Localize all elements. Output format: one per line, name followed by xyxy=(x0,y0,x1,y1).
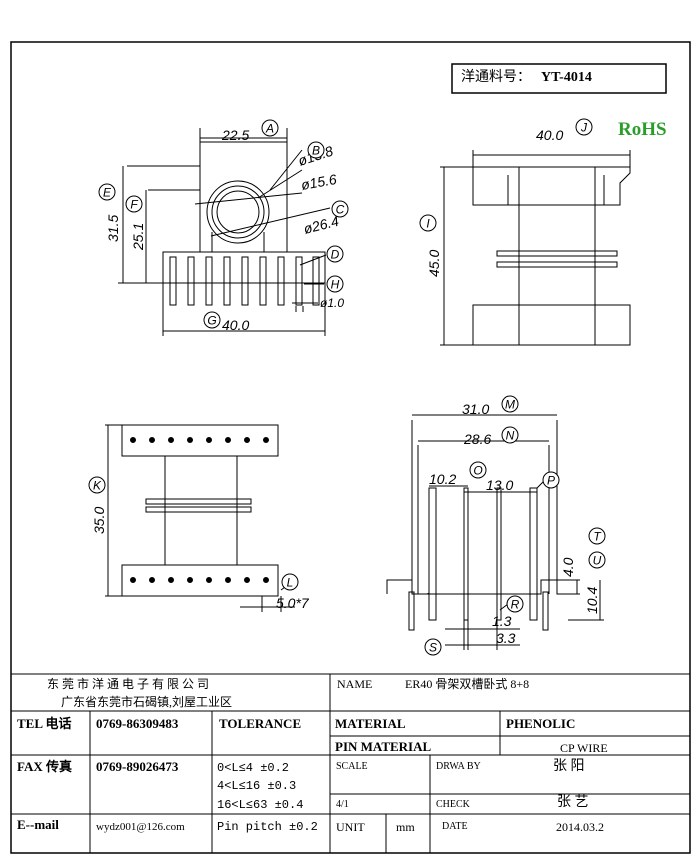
ref-circle-J xyxy=(575,118,593,136)
ref-letter-E: E xyxy=(103,186,112,200)
company-address: 广东省东莞市石碣镇,刘屋工业区 xyxy=(61,695,233,709)
section-view xyxy=(386,414,604,650)
ref-circle-B xyxy=(307,141,325,159)
part-number-box xyxy=(451,63,667,94)
ref-circle-F xyxy=(125,195,143,213)
ref-letter-F: F xyxy=(130,198,138,212)
ref-letter-N: N xyxy=(506,429,515,443)
ref-letter-D: D xyxy=(331,248,340,262)
material-value: PHENOLIC xyxy=(506,716,576,731)
ref-letter-S: S xyxy=(429,641,437,655)
tolerance-label: TOLERANCE xyxy=(219,716,302,731)
date-label: DATE xyxy=(442,821,468,832)
ref-letter-G: G xyxy=(207,314,216,328)
ref-letter-A: A xyxy=(265,122,274,136)
ref-letter-B: B xyxy=(312,144,320,158)
tolerance-row-2: 4<L≤16 ±0.3 xyxy=(217,779,297,793)
dim-I: 45.0 xyxy=(426,250,442,277)
ref-circle-L xyxy=(281,573,299,591)
reference-letters: A B C D E F G H I J K L M N O P R S TU xyxy=(88,118,606,656)
material-label: MATERIAL xyxy=(335,716,406,731)
ref-circle-N xyxy=(501,426,519,444)
tolerance-row-3: 16<L≤63 ±0.4 xyxy=(217,798,304,812)
ref-letter-T: T xyxy=(593,530,602,544)
dim-K: 35.0 xyxy=(91,507,107,534)
ref-circle-K xyxy=(88,476,106,494)
dim-H: ø1.0 xyxy=(320,296,344,310)
ref-circle-O xyxy=(469,461,487,479)
ref-letter-M: M xyxy=(505,398,515,412)
ref-circle-S xyxy=(424,638,442,656)
dim-F: 25.1 xyxy=(130,223,146,251)
rohs-mark: RoHS xyxy=(618,119,667,140)
check-value: 张 艺 xyxy=(557,795,589,810)
front-view xyxy=(118,128,331,336)
part-number-label: 洋通料号： xyxy=(461,70,531,85)
dim-P: 13.0 xyxy=(486,477,513,493)
tolerance-row-4: Pin pitch ±0.2 xyxy=(217,820,318,834)
check-label: CHECK xyxy=(436,799,470,810)
tel-label: TEL 电话 xyxy=(17,716,72,731)
ref-letter-L: L xyxy=(287,576,294,590)
ref-letter-I: I xyxy=(426,217,430,231)
dim-J: 40.0 xyxy=(536,127,563,143)
ref-letter-C: C xyxy=(336,203,345,217)
ref-letter-K: K xyxy=(93,479,102,493)
dim-T: 4.0 xyxy=(560,557,576,577)
email-value: wydz001@126.com xyxy=(96,821,185,833)
ref-letter-O: O xyxy=(473,464,482,478)
ref-circle-P xyxy=(542,471,560,489)
dim-G: 40.0 xyxy=(222,317,249,333)
ref-circle-M xyxy=(501,395,519,413)
company-name: 东 莞 市 洋 通 电 子 有 限 公 司 xyxy=(47,677,210,691)
ref-letter-P: P xyxy=(547,474,555,488)
ref-circle-E xyxy=(98,183,116,201)
dim-U: 10.4 xyxy=(584,587,600,614)
drawby-value: 张 阳 xyxy=(553,759,585,774)
dim-B2: ø15.6 xyxy=(300,171,338,193)
dim-R1: 1.3 xyxy=(492,613,512,629)
ref-letter-R: R xyxy=(511,598,520,612)
scale-label: SCALE xyxy=(336,761,368,772)
fax-label: FAX 传真 xyxy=(17,759,73,774)
bottom-view xyxy=(105,424,295,612)
ref-circle-R xyxy=(506,595,524,613)
ref-circle-A xyxy=(261,119,279,137)
ref-circle-G xyxy=(203,311,221,329)
scale-value: 4/1 xyxy=(336,799,349,810)
tolerance-row-1: 0<L≤4 ±0.2 xyxy=(217,761,290,775)
drawing-frame xyxy=(10,41,691,854)
date-value: 2014.03.2 xyxy=(556,820,604,834)
name-label: NAME xyxy=(337,677,373,691)
dim-N: 28.6 xyxy=(463,431,491,447)
title-block-grid xyxy=(11,673,690,853)
pin-material-value: CP WIRE xyxy=(560,741,608,755)
ref-letter-J: J xyxy=(580,121,588,135)
dim-E: 31.5 xyxy=(105,215,121,242)
ref-letter-H: H xyxy=(331,278,340,292)
ref-letter-U: U xyxy=(593,554,602,568)
dim-L: 5.0*7 xyxy=(276,595,310,611)
name-value: ER40 骨架双槽卧式 8+8 xyxy=(405,677,530,691)
ref-circle-D xyxy=(326,245,344,263)
dim-A: 22.5 xyxy=(221,127,249,143)
dim-M: 31.0 xyxy=(462,401,489,417)
side-view xyxy=(440,150,631,346)
dim-O: 10.2 xyxy=(429,471,456,487)
drawby-label: DRWA BY xyxy=(436,761,481,772)
ref-circle-U xyxy=(588,551,606,569)
ref-circle-H xyxy=(326,275,344,293)
pin-material-label: PIN MATERIAL xyxy=(335,739,432,754)
ref-circle-I xyxy=(419,214,437,232)
unit-label: UNIT xyxy=(336,820,365,834)
ref-circle-T xyxy=(588,527,606,545)
email-label: E--mail xyxy=(17,817,59,832)
dim-S: 3.3 xyxy=(496,630,516,646)
tel-value: 0769-86309483 xyxy=(96,716,179,731)
ref-circle-C xyxy=(331,200,349,218)
unit-value: mm xyxy=(396,820,415,834)
fax-value: 0769-89026473 xyxy=(96,759,179,774)
part-number-value: YT-4014 xyxy=(541,70,592,85)
